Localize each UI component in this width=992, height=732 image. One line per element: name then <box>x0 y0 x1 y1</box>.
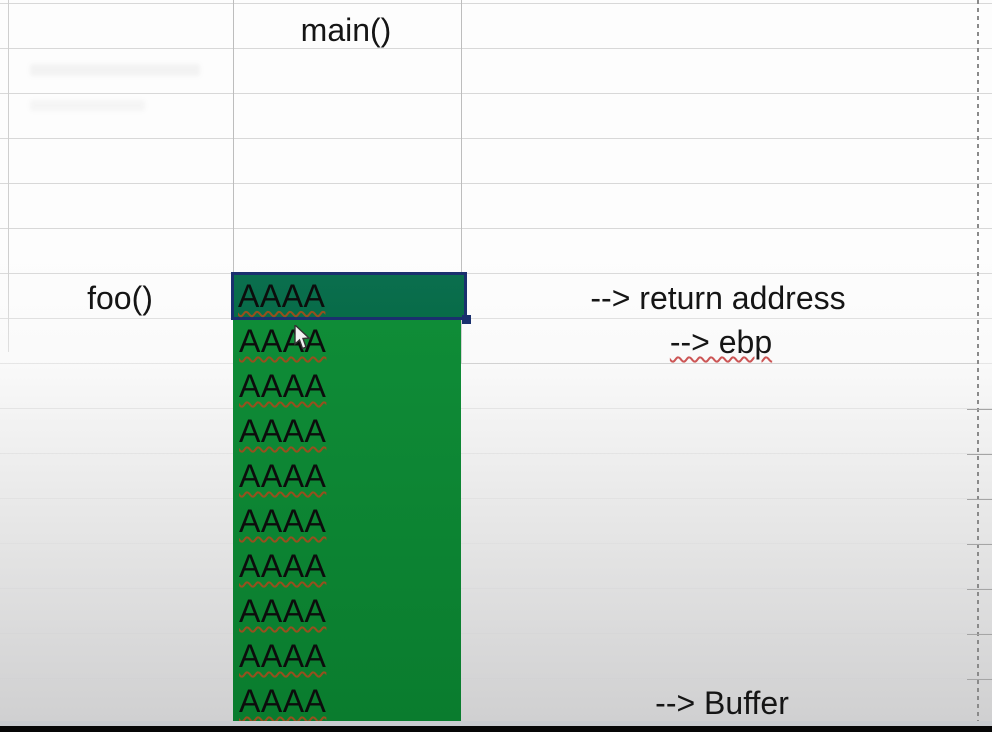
bottom-divider <box>0 721 992 726</box>
label-foo-function[interactable]: foo() <box>87 280 153 316</box>
buffer-cell[interactable]: AAAA <box>239 548 327 584</box>
buffer-cell[interactable]: AAAA <box>239 458 327 494</box>
buffer-cell[interactable]: AAAA <box>239 323 327 359</box>
buffer-cell[interactable]: AAAA <box>239 593 327 629</box>
ghost-artifact <box>30 100 145 111</box>
row-tick <box>967 409 992 410</box>
page-break-line <box>977 0 979 725</box>
buffer-cell[interactable]: AAAA <box>239 413 327 449</box>
row-tick <box>967 589 992 590</box>
selection-fill-handle[interactable] <box>462 315 471 324</box>
column-border-right <box>461 0 462 364</box>
ghost-artifact <box>30 64 200 76</box>
letterbox-bar <box>0 726 992 732</box>
selected-cell[interactable]: AAAA <box>231 272 471 324</box>
row-tick <box>967 454 992 455</box>
buffer-cell[interactable]: AAAA <box>239 368 327 404</box>
label-buffer[interactable]: --> Buffer <box>655 685 789 721</box>
row-tick <box>967 499 992 500</box>
buffer-cell[interactable]: AAAA <box>239 638 327 674</box>
row-tick <box>967 634 992 635</box>
label-main-function[interactable]: main() <box>300 12 392 48</box>
row-tick <box>967 679 992 680</box>
row-tick <box>967 544 992 545</box>
buffer-cell[interactable]: AAAA <box>239 503 327 539</box>
grid-rows <box>0 4 992 720</box>
gridline-top <box>0 3 992 4</box>
buffer-cell[interactable]: AAAA <box>239 683 327 719</box>
label-return-address[interactable]: --> return address <box>590 280 846 316</box>
gridline-segment <box>461 363 978 364</box>
column-border-left <box>233 0 234 274</box>
buffer-column: AAAA AAAA AAAA AAAA AAAA AAAA AAAA AAAA … <box>233 319 461 726</box>
label-ebp[interactable]: --> ebp <box>669 324 773 360</box>
gridline-vertical-left <box>8 0 9 352</box>
